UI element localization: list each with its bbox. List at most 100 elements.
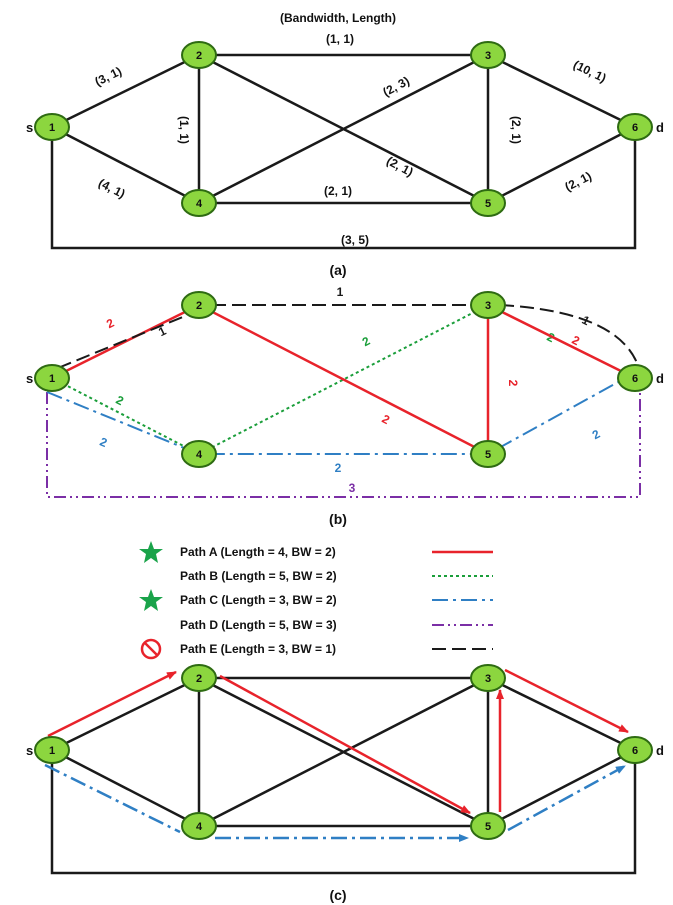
node-1: 1 <box>34 364 70 392</box>
svg-text:6: 6 <box>632 373 638 385</box>
path-a-label-1-2: 2 <box>104 316 116 332</box>
svg-text:3: 3 <box>485 50 491 62</box>
node-1: 1 <box>34 113 70 141</box>
legend-item-path-a: Path A (Length = 4, BW = 2) <box>139 541 493 563</box>
node-5: 5 <box>470 189 506 217</box>
path-c-arrows <box>44 763 626 842</box>
panel-c-nodes: 1 2 3 4 5 6 <box>34 664 653 840</box>
node-5: 5 <box>470 440 506 468</box>
node-6: 6 <box>617 736 653 764</box>
edge-2-5 <box>198 53 489 205</box>
edge-label-1-6: (3, 5) <box>341 233 369 247</box>
panel-a-header: (Bandwidth, Length) <box>280 11 396 25</box>
path-b-label-1-4: 2 <box>114 393 127 409</box>
edge-label-4-5: (2, 1) <box>324 184 352 198</box>
path-e-line-1-2 <box>57 304 213 369</box>
panel-a: (Bandwidth, Length) (3, 1) (1, 1) (1, 1)… <box>26 11 664 278</box>
svg-text:2: 2 <box>196 300 202 312</box>
edge-label-1-2: (3, 1) <box>93 64 124 89</box>
edge-5-6 <box>487 125 636 205</box>
source-label: s <box>26 371 33 386</box>
source-label: s <box>26 743 33 758</box>
source-label: s <box>26 120 33 135</box>
edge-label-5-6: (2, 1) <box>563 169 594 194</box>
dest-label: d <box>656 371 664 386</box>
edge-label-3-5: (2, 1) <box>509 116 523 144</box>
svg-text:3: 3 <box>485 300 491 312</box>
legend-label-path-b: Path B (Length = 5, BW = 2) <box>180 569 337 583</box>
legend-item-path-d: Path D (Length = 5, BW = 3) <box>180 618 493 632</box>
edge-label-2-5: (2, 1) <box>384 154 415 180</box>
path-e-line-3-6 <box>499 304 641 373</box>
path-a-label-3-6: 2 <box>570 333 583 349</box>
path-a-line <box>51 302 636 457</box>
edge-1-2 <box>51 53 200 129</box>
arrow-5-6 <box>507 764 626 832</box>
path-e-label-3-6: 1 <box>580 313 593 329</box>
node-2: 2 <box>181 291 217 319</box>
caption-b: (b) <box>329 511 347 527</box>
legend-label-path-e: Path E (Length = 3, BW = 1) <box>180 642 336 656</box>
no-symbol-icon <box>140 638 162 660</box>
edge-1-6 <box>50 750 637 875</box>
svg-text:4: 4 <box>196 449 203 461</box>
edge-label-2-4: (1, 1) <box>177 116 191 144</box>
svg-text:5: 5 <box>485 821 491 833</box>
svg-text:2: 2 <box>196 50 202 62</box>
edge-3-6 <box>487 53 636 129</box>
node-2: 2 <box>181 41 217 69</box>
dest-label: d <box>656 120 664 135</box>
node-6: 6 <box>617 364 653 392</box>
legend-label-path-c: Path C (Length = 3, BW = 2) <box>180 593 337 607</box>
svg-text:6: 6 <box>632 122 638 134</box>
panel-c: 1 2 3 4 5 6 s d (c) <box>26 664 664 903</box>
node-6: 6 <box>617 113 653 141</box>
legend-item-path-e: Path E (Length = 3, BW = 1) <box>140 638 493 660</box>
path-c-line <box>46 369 641 455</box>
path-d-line <box>46 392 641 498</box>
legend-item-path-b: Path B (Length = 5, BW = 2) <box>180 569 493 583</box>
edge-label-3-6: (10, 1) <box>571 58 608 86</box>
caption-c: (c) <box>329 887 346 903</box>
node-3: 3 <box>470 664 506 692</box>
panel-b: 3 2 2 2 2 2 2 2 2 2 2 1 1 1 1 2 3 4 5 6 <box>26 285 664 527</box>
node-4: 4 <box>181 812 217 840</box>
path-a-label-2-5: 2 <box>380 412 393 428</box>
path-a-label-5-3: 2 <box>506 380 520 387</box>
arrow-3-6 <box>504 668 629 734</box>
legend: Path A (Length = 4, BW = 2) Path B (Leng… <box>139 541 493 660</box>
edge-3-6 <box>487 676 636 752</box>
arrow-1-4 <box>44 763 181 834</box>
edge-5-6 <box>487 748 636 828</box>
svg-text:1: 1 <box>49 122 55 134</box>
svg-text:5: 5 <box>485 198 491 210</box>
path-c-label-5-6: 2 <box>590 427 603 443</box>
svg-text:1: 1 <box>49 745 55 757</box>
star-icon <box>139 589 163 611</box>
panel-b-nodes: 1 2 3 4 5 6 <box>34 291 653 468</box>
node-4: 4 <box>181 189 217 217</box>
edge-label-2-3: (1, 1) <box>326 32 354 46</box>
caption-a: (a) <box>329 262 346 278</box>
legend-item-path-c: Path C (Length = 3, BW = 2) <box>139 589 493 611</box>
path-c-label-4-5: 2 <box>335 461 342 475</box>
svg-text:5: 5 <box>485 449 491 461</box>
node-4: 4 <box>181 440 217 468</box>
legend-label-path-d: Path D (Length = 5, BW = 3) <box>180 618 337 632</box>
panel-a-nodes: 1 2 3 4 5 6 <box>34 41 653 217</box>
path-d-label: 3 <box>349 481 356 495</box>
svg-text:2: 2 <box>196 673 202 685</box>
edge-1-6 <box>50 127 637 250</box>
dest-label: d <box>656 743 664 758</box>
path-e-label-2-3: 1 <box>337 285 344 299</box>
node-1: 1 <box>34 736 70 764</box>
edge-1-2 <box>51 676 200 752</box>
edge-1-4 <box>51 125 200 205</box>
svg-text:4: 4 <box>196 198 203 210</box>
path-e-label-1-2: 1 <box>156 324 168 340</box>
star-icon <box>139 541 163 563</box>
node-3: 3 <box>470 291 506 319</box>
edge-1-4 <box>51 748 200 828</box>
node-2: 2 <box>181 664 217 692</box>
svg-text:6: 6 <box>632 745 638 757</box>
